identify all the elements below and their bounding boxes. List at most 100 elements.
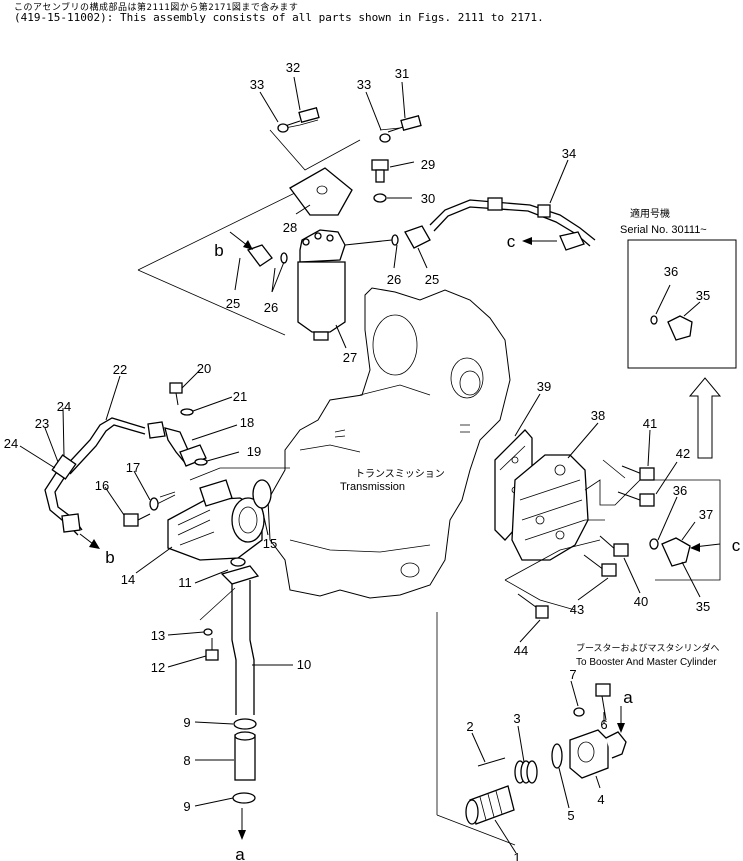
callout-12: 12 bbox=[151, 660, 165, 675]
callout-44: 44 bbox=[514, 643, 528, 658]
callout-17: 17 bbox=[126, 460, 140, 475]
o-ring-36-right bbox=[649, 538, 659, 550]
callout-28: 28 bbox=[283, 220, 297, 235]
flange-11 bbox=[220, 557, 260, 585]
callout-19: 19 bbox=[247, 444, 261, 459]
callout-24-top: 24 bbox=[57, 399, 71, 414]
callout-7: 7 bbox=[569, 667, 576, 682]
mark-a-top: a bbox=[623, 688, 633, 707]
arrow-c-right bbox=[690, 543, 721, 552]
callout-20: 20 bbox=[197, 361, 211, 376]
callout-25-left: 25 bbox=[226, 296, 240, 311]
arrow-a-top bbox=[617, 706, 625, 733]
arrow-a-bottom bbox=[238, 808, 246, 840]
callout-36-box: 36 bbox=[664, 264, 678, 279]
callout-26-right: 26 bbox=[387, 272, 401, 287]
callout-14: 14 bbox=[121, 572, 135, 587]
callout-9-bottom: 9 bbox=[183, 799, 190, 814]
callout-35-box: 35 bbox=[696, 288, 710, 303]
bottom-lines bbox=[436, 612, 516, 846]
callout-10: 10 bbox=[297, 657, 311, 672]
washer-17 bbox=[149, 497, 159, 511]
transmission-label-japanese: トランスミッション bbox=[355, 468, 445, 480]
callout-24-left: 24 bbox=[4, 436, 18, 451]
plug-29 bbox=[371, 159, 389, 183]
callout-35-right: 35 bbox=[696, 599, 710, 614]
bolt-32 bbox=[284, 107, 320, 127]
o-ring-15 bbox=[252, 479, 272, 509]
callout-41: 41 bbox=[643, 416, 657, 431]
bolt-44 bbox=[517, 593, 549, 619]
clamp-9-top bbox=[233, 718, 257, 730]
washer-13 bbox=[203, 628, 213, 636]
callout-9-top: 9 bbox=[183, 715, 190, 730]
serial-label-japanese: 適用号機 bbox=[630, 207, 670, 220]
pump-14 bbox=[167, 479, 265, 561]
cover-4 bbox=[569, 729, 627, 779]
callout-1: 1 bbox=[513, 850, 520, 861]
bolt-42 bbox=[617, 491, 655, 507]
callout-39: 39 bbox=[537, 379, 551, 394]
fitting-25-right bbox=[404, 225, 431, 249]
transmission-label: Transmission bbox=[340, 481, 405, 493]
leader-lines bbox=[19, 76, 701, 854]
serial-label: Serial No. 30111~ bbox=[620, 224, 707, 236]
o-ring-5 bbox=[551, 743, 563, 769]
bolt-40 bbox=[599, 535, 629, 557]
callout-8: 8 bbox=[183, 753, 190, 768]
washer-30 bbox=[373, 193, 387, 203]
callout-6: 6 bbox=[600, 717, 607, 732]
header-japanese-note: このアセンブリの構成部品は第2111図から第2171図まで含みます bbox=[14, 3, 299, 13]
callout-36-right: 36 bbox=[673, 483, 687, 498]
filter-27 bbox=[297, 229, 346, 341]
callout-42: 42 bbox=[676, 446, 690, 461]
washer-7 bbox=[573, 707, 585, 717]
callout-27: 27 bbox=[343, 350, 357, 365]
callout-40: 40 bbox=[634, 594, 648, 609]
bolt-6 bbox=[595, 683, 611, 721]
pin-2 bbox=[477, 757, 506, 767]
arrow-c-top bbox=[522, 237, 557, 245]
washer-33-left bbox=[277, 123, 289, 133]
arrow-b-top bbox=[229, 231, 253, 250]
callout-43: 43 bbox=[570, 602, 584, 617]
bolt-16 bbox=[123, 513, 151, 527]
booster-label: To Booster And Master Cylinder bbox=[576, 657, 717, 668]
tube-10 bbox=[231, 580, 255, 715]
callout-3: 3 bbox=[513, 711, 520, 726]
callout-26-left: 26 bbox=[264, 300, 278, 315]
callout-33-right: 33 bbox=[357, 77, 371, 92]
callout-18: 18 bbox=[240, 415, 254, 430]
callout-37: 37 bbox=[699, 507, 713, 522]
callout-15: 15 bbox=[263, 536, 277, 551]
hose-22 bbox=[44, 417, 166, 536]
callout-34: 34 bbox=[562, 146, 576, 161]
clamp-9-bottom bbox=[232, 792, 256, 804]
callout-2: 2 bbox=[466, 719, 473, 734]
callout-13: 13 bbox=[151, 628, 165, 643]
callout-16: 16 bbox=[95, 478, 109, 493]
callout-11: 11 bbox=[178, 575, 192, 590]
o-ring-26-right bbox=[391, 234, 399, 246]
bolt-41 bbox=[621, 465, 655, 481]
booster-label-japanese: ブースターおよびマスタシリンダへ bbox=[576, 642, 720, 653]
callout-33-left: 33 bbox=[250, 77, 264, 92]
callout-25-right: 25 bbox=[425, 272, 439, 287]
callout-4: 4 bbox=[597, 792, 604, 807]
valve-38 bbox=[511, 454, 589, 561]
bolt-12 bbox=[205, 638, 219, 661]
washer-33-right bbox=[379, 133, 391, 143]
callout-5: 5 bbox=[567, 808, 574, 823]
transmission-housing bbox=[267, 287, 511, 599]
serial-box bbox=[627, 239, 737, 369]
callout-31: 31 bbox=[395, 66, 409, 81]
washer-21 bbox=[180, 408, 194, 416]
tube-leader bbox=[199, 587, 236, 621]
mark-b-bottom: b bbox=[105, 548, 114, 567]
hose-8 bbox=[234, 731, 256, 781]
fitting-25-left bbox=[246, 244, 273, 267]
connection-letters: a a b b c c bbox=[105, 232, 740, 861]
callout-21: 21 bbox=[233, 389, 247, 404]
mark-a-bottom: a bbox=[235, 845, 245, 861]
